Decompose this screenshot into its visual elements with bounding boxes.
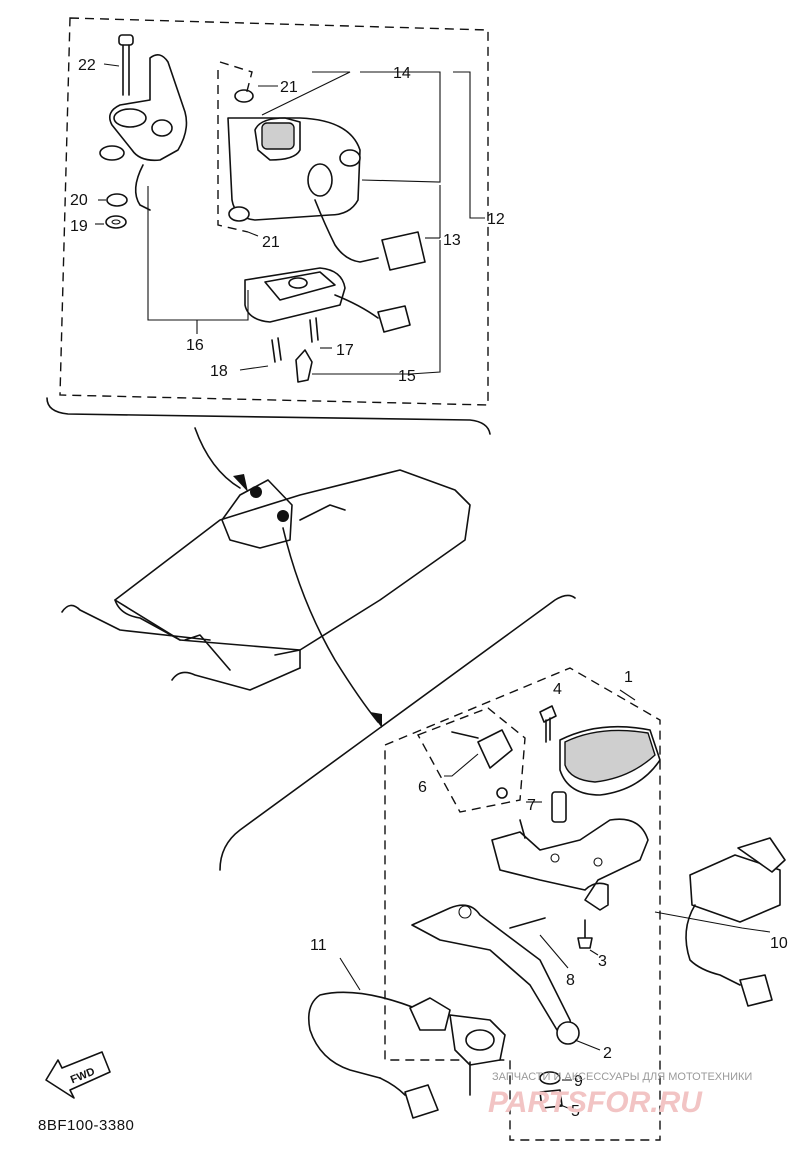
mount-bracket xyxy=(99,34,188,229)
watermark-caption: ЗАПЧАСТИ И АКСЕССУАРЫ ДЛЯ МОТОТЕХНИКИ xyxy=(492,1071,752,1083)
callout-1: 1 xyxy=(624,669,633,686)
callout-16: 16 xyxy=(186,337,204,354)
callout-12: 12 xyxy=(487,211,505,228)
brake-lever-assembly xyxy=(307,667,786,1141)
throttle-case xyxy=(217,61,426,271)
watermark: ЗАПЧАСТИ И АКСЕССУАРЫ ДЛЯ МОТОТЕХНИКИ PA… xyxy=(488,1071,752,1119)
callout-2: 2 xyxy=(603,1045,612,1062)
diagram-code: 8BF100-3380 xyxy=(38,1117,134,1134)
callout-6: 6 xyxy=(418,779,427,796)
watermark-logo: PARTSFOR.RU xyxy=(488,1086,703,1119)
snowmobile-outline xyxy=(61,427,576,871)
callout-20: 20 xyxy=(70,192,88,209)
callout-13: 13 xyxy=(443,232,461,249)
callout-21-lower: 21 xyxy=(262,234,280,251)
fwd-arrow-icon: FWD xyxy=(45,1051,111,1099)
callout-22: 22 xyxy=(78,57,96,74)
callout-10: 10 xyxy=(770,935,788,952)
callout-8: 8 xyxy=(566,972,575,989)
callout-17: 17 xyxy=(336,342,354,359)
callout-9: 9 xyxy=(574,1073,583,1090)
callout-5: 5 xyxy=(571,1103,580,1120)
callout-19: 19 xyxy=(70,218,88,235)
callout-11: 11 xyxy=(310,937,327,954)
callout-7: 7 xyxy=(527,797,536,814)
callout-3: 3 xyxy=(598,953,607,970)
throttle-housing-inset xyxy=(46,17,491,435)
callout-18: 18 xyxy=(210,363,228,380)
lower-switch-housing xyxy=(244,267,411,383)
callout-labels: 22 21 14 20 19 21 13 12 16 17 18 15 1 4 … xyxy=(70,57,788,1120)
callout-21-upper: 21 xyxy=(280,79,298,96)
callout-15: 15 xyxy=(398,368,416,385)
callout-14: 14 xyxy=(393,65,411,82)
callout-4: 4 xyxy=(553,681,562,698)
